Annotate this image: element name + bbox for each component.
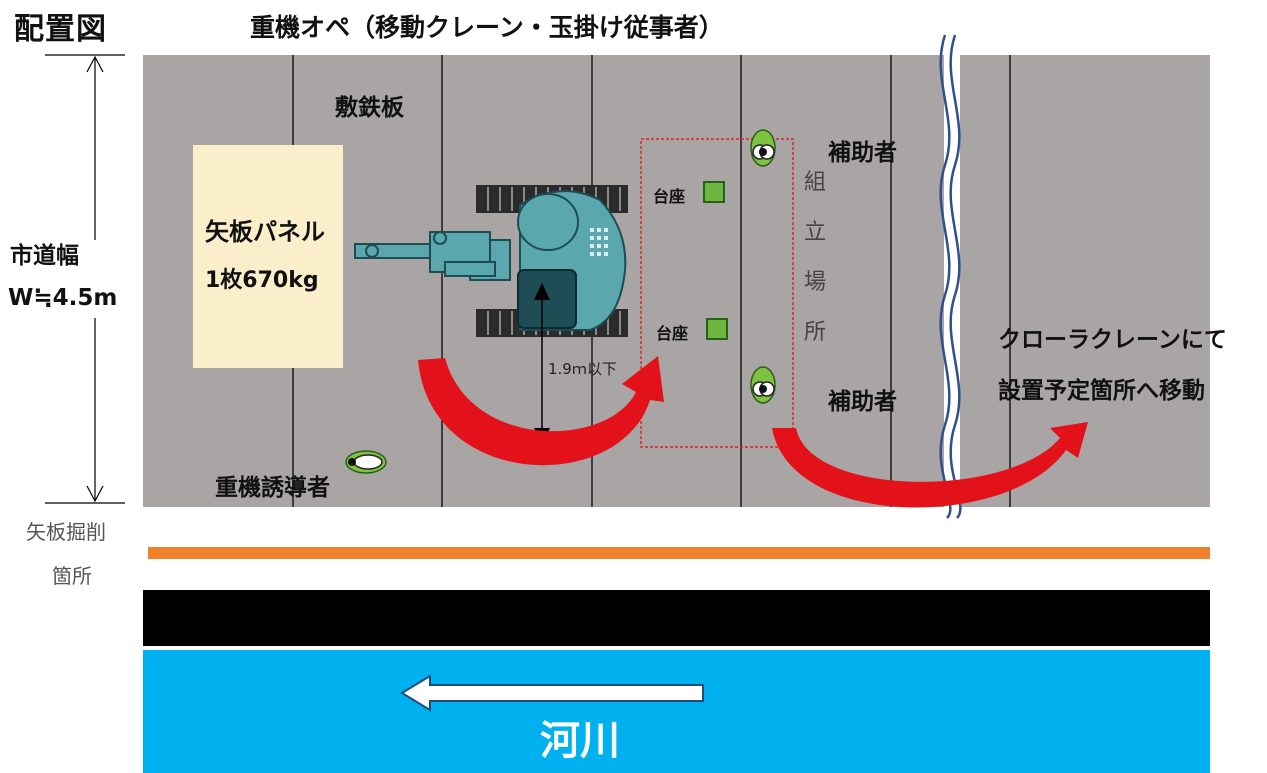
excavation-label-2: 箇所: [52, 564, 92, 588]
pad-bottom: [706, 318, 728, 340]
guide-worker-icon: [345, 450, 387, 474]
pad-label-top: 台座: [653, 187, 686, 206]
river-label: 河川: [540, 718, 620, 764]
river-bank: [143, 590, 1210, 646]
distance-label: 1.9ｍ以下: [548, 360, 617, 378]
river: [143, 650, 1210, 773]
assistant-label-bottom: 補助者: [828, 389, 897, 415]
road-width-value: W≒4.5m: [8, 285, 118, 311]
move-label-1: クローラクレーンにて: [998, 327, 1227, 353]
swing-arrow: [418, 356, 664, 466]
pad-top: [703, 181, 725, 203]
move-label-2: 設置予定箇所へ移動: [998, 378, 1205, 404]
assembly-char-2: 立: [803, 220, 826, 245]
road-width-label: 市道幅: [10, 243, 79, 269]
worker-icon: [750, 129, 776, 167]
move-arrow: [772, 422, 1088, 508]
sheet-pile-panel: [193, 145, 343, 368]
excavation-label-1: 矢板掘削: [26, 520, 106, 544]
page-subtitle: 重機オペ（移動クレーン・玉掛け従事者）: [250, 13, 724, 42]
excavation-line: [148, 547, 1210, 559]
guide-label: 重機誘導者: [215, 475, 330, 501]
assembly-char-1: 組: [803, 170, 826, 195]
steel-plate-label: 敷鉄板: [335, 95, 404, 121]
assembly-char-4: 所: [803, 320, 826, 345]
assembly-char-3: 場: [803, 270, 826, 295]
pad-label-bottom: 台座: [656, 324, 689, 343]
flow-arrow-icon: [400, 674, 704, 712]
road-width-dimension: [45, 54, 125, 504]
page-title: 配置図: [14, 12, 107, 47]
assembly-area: [640, 138, 794, 448]
panel-label: 矢板パネル: [205, 218, 325, 246]
steel-plate-seams: [292, 55, 1011, 507]
assistant-label-top: 補助者: [828, 140, 897, 166]
wavy-break-icon: [939, 34, 962, 519]
worker-icon: [750, 366, 776, 404]
panel-weight: 1枚670kg: [205, 268, 319, 293]
